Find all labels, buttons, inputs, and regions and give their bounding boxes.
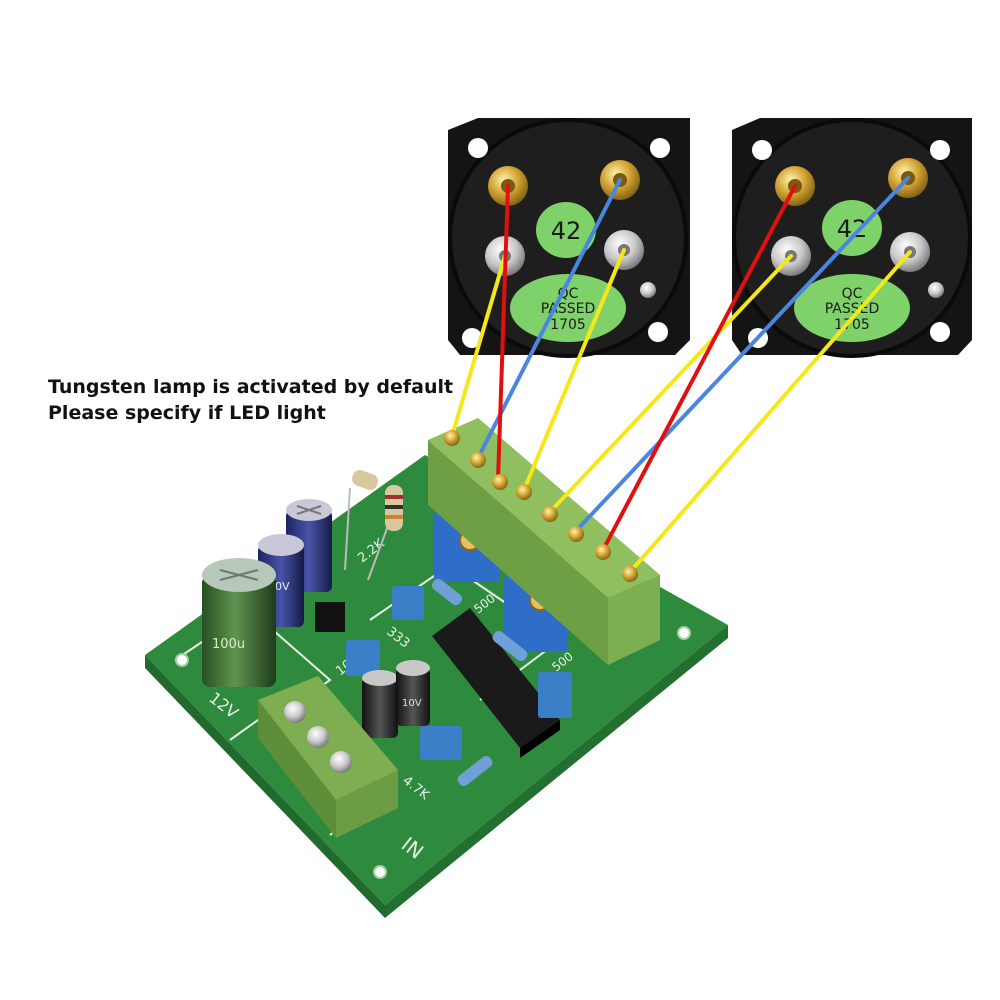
resistor — [367, 485, 403, 581]
ic-chip — [432, 608, 560, 758]
terminal-screw[interactable] — [492, 474, 508, 490]
film-capacitor — [392, 586, 424, 620]
qc-sticker-line: PASSED — [825, 301, 880, 317]
terminal-screw[interactable] — [568, 526, 584, 542]
terminal-screw[interactable] — [516, 484, 532, 500]
wire-red — [601, 184, 797, 552]
film-capacitor — [538, 672, 572, 718]
film-capacitor — [346, 640, 380, 676]
resistor — [431, 578, 463, 606]
mounting-hole — [677, 626, 691, 640]
power-terminal-block[interactable] — [258, 676, 398, 838]
electrolytic-capacitor — [362, 670, 398, 738]
terminal-screw[interactable] — [470, 452, 486, 468]
wire-yellow — [628, 250, 912, 574]
caption-line-default-lamp: Tungsten lamp is activated by default — [48, 376, 454, 398]
mounting-hole — [373, 865, 387, 879]
vu-meter-right: 42 QC PASSED 1705 — [732, 118, 972, 358]
wire-yellow — [522, 248, 626, 492]
resistor — [344, 470, 378, 571]
wire-red — [496, 184, 510, 482]
wire-yellow — [548, 254, 793, 514]
capacitor-rating: 100u — [212, 637, 245, 652]
qc-sticker-line: QC — [842, 286, 863, 302]
terminal-screw[interactable] — [444, 430, 460, 446]
electrolytic-capacitor: 10V — [396, 660, 430, 726]
wire-blue — [573, 176, 910, 534]
terminal-screw[interactable] — [330, 751, 352, 773]
caption-line-led-option: Please specify if LED light — [48, 402, 326, 424]
wire-yellow — [450, 254, 507, 438]
terminal-screw[interactable] — [595, 544, 611, 560]
terminal-screw[interactable] — [284, 701, 306, 723]
terminal-screw[interactable] — [307, 726, 329, 748]
resistor — [492, 630, 528, 662]
output-terminal-screws — [444, 430, 638, 582]
electrolytic-capacitor: 100u — [202, 558, 276, 687]
capacitor-rating: 10V — [402, 698, 422, 709]
resistor — [457, 755, 493, 787]
terminal-screw[interactable] — [622, 566, 638, 582]
meter-number: 42 — [551, 217, 582, 245]
qc-sticker-line: 1705 — [550, 317, 586, 333]
regulator — [315, 602, 345, 632]
film-capacitor — [420, 726, 462, 760]
mounting-hole — [175, 653, 189, 667]
qc-sticker-line: PASSED — [541, 301, 596, 317]
wiring — [450, 176, 912, 574]
terminal-screw[interactable] — [542, 506, 558, 522]
